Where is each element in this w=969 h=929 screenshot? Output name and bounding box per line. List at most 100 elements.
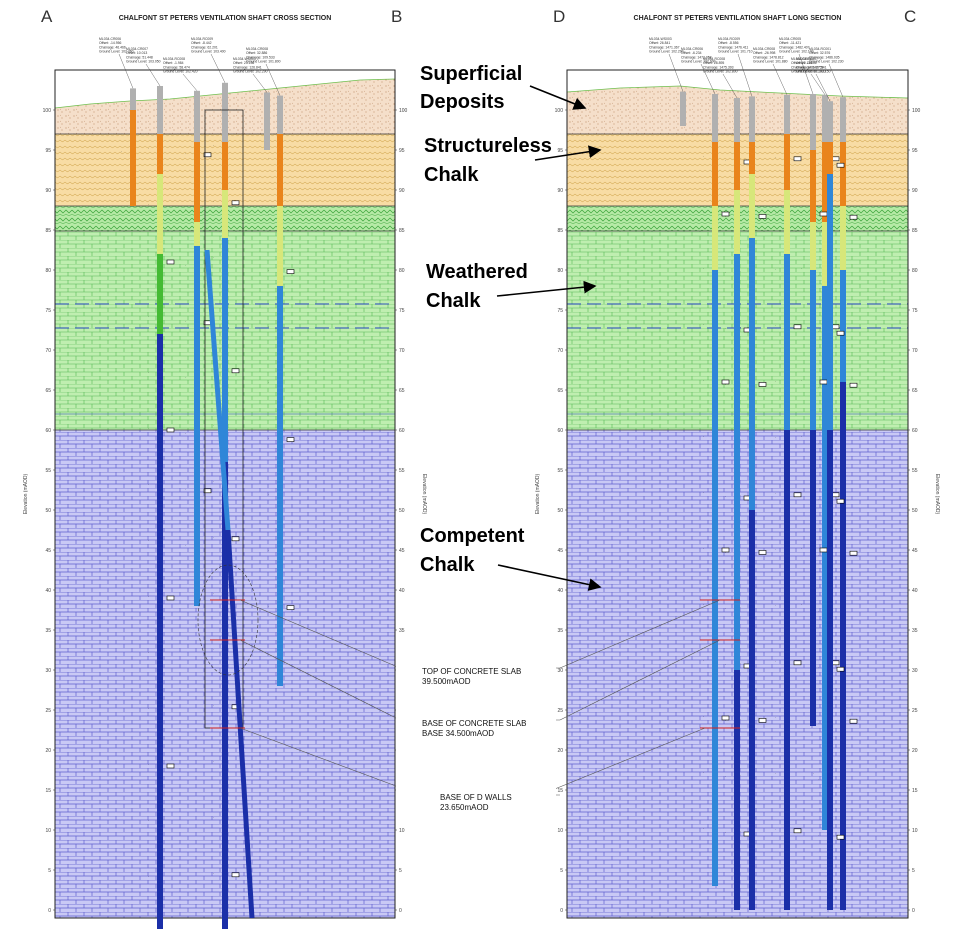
borehole-leader bbox=[182, 73, 198, 91]
borehole-depth-mark: · bbox=[703, 659, 704, 663]
axis-left-label: Elevation (mAOD) bbox=[535, 474, 541, 515]
borehole-label-line: ML034-CR007 bbox=[126, 47, 148, 51]
sample-marker bbox=[231, 872, 240, 878]
elevation-tick-left: 30 bbox=[45, 668, 51, 674]
borehole-leader bbox=[210, 53, 226, 83]
borehole-depth-mark: · bbox=[740, 829, 741, 833]
borehole-segment bbox=[194, 246, 200, 606]
elevation-tick-right: 10 bbox=[399, 828, 405, 834]
borehole-depth-mark: · bbox=[801, 435, 802, 439]
borehole-depth-mark: · bbox=[185, 264, 186, 268]
elevation-tick-right: 0 bbox=[912, 908, 915, 914]
borehole-depth-mark: · bbox=[740, 661, 741, 665]
borehole-depth-mark: · bbox=[725, 215, 726, 219]
borehole-depth-mark: · bbox=[703, 491, 704, 495]
borehole-label-line: Ground Level: 102.100 bbox=[779, 50, 814, 54]
borehole-depth-mark: · bbox=[740, 717, 741, 721]
corner-right-label: C bbox=[904, 7, 916, 26]
elevation-tick-left: 55 bbox=[45, 468, 51, 474]
borehole-depth-mark: · bbox=[725, 551, 726, 555]
borehole-leader bbox=[252, 73, 268, 93]
borehole-label-line: Chainage: 1473.058 bbox=[681, 55, 712, 59]
sample-marker bbox=[819, 547, 828, 553]
borehole-depth-mark: · bbox=[213, 592, 214, 596]
elevation-tick-right: 40 bbox=[399, 588, 405, 594]
borehole-segment bbox=[277, 95, 283, 134]
borehole-label-line: Offset: 22.116 bbox=[791, 61, 812, 65]
elevation-tick-right: 55 bbox=[399, 468, 405, 474]
sample-marker bbox=[831, 156, 840, 162]
borehole-label-line: Ground Level: 102.600 bbox=[681, 60, 716, 64]
borehole-depth-mark: · bbox=[740, 269, 741, 273]
ground-surface-line bbox=[54, 78, 396, 109]
dwall-leader-right bbox=[539, 727, 706, 796]
elevation-tick-left: 70 bbox=[557, 348, 563, 354]
sample-marker bbox=[758, 382, 767, 387]
borehole-label-line: ML034-WS003 bbox=[649, 37, 672, 41]
borehole-leader bbox=[722, 73, 738, 99]
elevation-tick-left: 35 bbox=[557, 628, 563, 634]
borehole-depth-mark: · bbox=[268, 213, 269, 217]
borehole-depth-mark: · bbox=[703, 211, 704, 215]
borehole-depth-mark: · bbox=[818, 442, 819, 446]
borehole-depth-mark: · bbox=[775, 548, 776, 552]
borehole-label-line: ML034-RC008 bbox=[703, 57, 725, 61]
long-section-panel: CHALFONT ST PETERS VENTILATION SHAFT LON… bbox=[535, 7, 940, 919]
superficial-label-line1: Superficial bbox=[420, 63, 522, 85]
borehole-depth-mark: · bbox=[213, 760, 214, 764]
borehole-segment bbox=[734, 190, 740, 254]
elevation-tick-left: 80 bbox=[45, 268, 51, 274]
sample-marker bbox=[721, 547, 730, 553]
borehole-segment bbox=[749, 238, 755, 510]
elevation-tick-right: 5 bbox=[399, 868, 402, 874]
borehole-depth-mark: · bbox=[268, 549, 269, 553]
borehole-segment bbox=[749, 96, 755, 142]
borehole-depth-mark: · bbox=[148, 875, 149, 879]
borehole-depth-mark: · bbox=[801, 155, 802, 159]
sample-marker bbox=[793, 156, 802, 162]
elevation-tick-left: 0 bbox=[48, 908, 51, 914]
borehole-segment bbox=[822, 286, 828, 830]
borehole-depth-mark: · bbox=[801, 603, 802, 607]
elevation-tick-right: 45 bbox=[399, 548, 405, 554]
elevation-tick-right: 65 bbox=[399, 388, 405, 394]
borehole-label-line: ML034-RC009 bbox=[718, 37, 740, 41]
borehole-label-line: Offset: -1.984 bbox=[163, 61, 184, 65]
borehole-leader bbox=[815, 73, 831, 102]
borehole-depth-mark: · bbox=[775, 380, 776, 384]
sample-marker bbox=[203, 488, 212, 494]
borehole-leader bbox=[265, 63, 281, 96]
weathered-label-line2: Chalk bbox=[426, 290, 481, 312]
borehole-leader bbox=[798, 53, 814, 95]
borehole-segment bbox=[277, 286, 283, 686]
borehole-depth-mark: · bbox=[818, 498, 819, 502]
borehole-label-line: Ground Level: 103.050 bbox=[126, 60, 161, 64]
borehole-depth-mark: · bbox=[740, 437, 741, 441]
elevation-tick-right: 70 bbox=[912, 348, 918, 354]
borehole-label-line: Offset: 32.576 bbox=[809, 51, 830, 55]
borehole-depth-mark: · bbox=[703, 715, 704, 719]
borehole-depth-mark: · bbox=[268, 269, 269, 273]
borehole-label-line: Ground Level: 102.290 bbox=[233, 70, 268, 74]
borehole-segment bbox=[784, 190, 790, 254]
borehole-label-line: Chainage: 1482.407 bbox=[779, 45, 810, 49]
elevation-tick-right: 100 bbox=[399, 108, 408, 114]
borehole-label-line: Ground Level: 101.710 bbox=[718, 50, 753, 54]
borehole-leader bbox=[700, 63, 716, 95]
borehole-segment bbox=[277, 134, 283, 206]
sample-marker bbox=[203, 152, 212, 158]
borehole-label-line: ML034-CR005 bbox=[779, 37, 801, 41]
borehole-label-line: Chainage: 51.448 bbox=[126, 55, 153, 59]
borehole-label-line: Ground Level: 102.800 bbox=[703, 70, 738, 74]
competent-label-line1: Competent bbox=[420, 525, 525, 547]
borehole-label-line: Offset: -8.442 bbox=[191, 41, 212, 45]
borehole-label-line: Ground Level: 102.760 bbox=[99, 50, 134, 54]
borehole-segment bbox=[157, 254, 163, 334]
elevation-tick-right: 50 bbox=[912, 508, 918, 514]
borehole-segment bbox=[157, 174, 163, 254]
borehole-segment bbox=[784, 430, 790, 910]
borehole-depth-mark: · bbox=[268, 437, 269, 441]
borehole-leader bbox=[772, 63, 788, 95]
detail-ellipse bbox=[197, 564, 259, 676]
